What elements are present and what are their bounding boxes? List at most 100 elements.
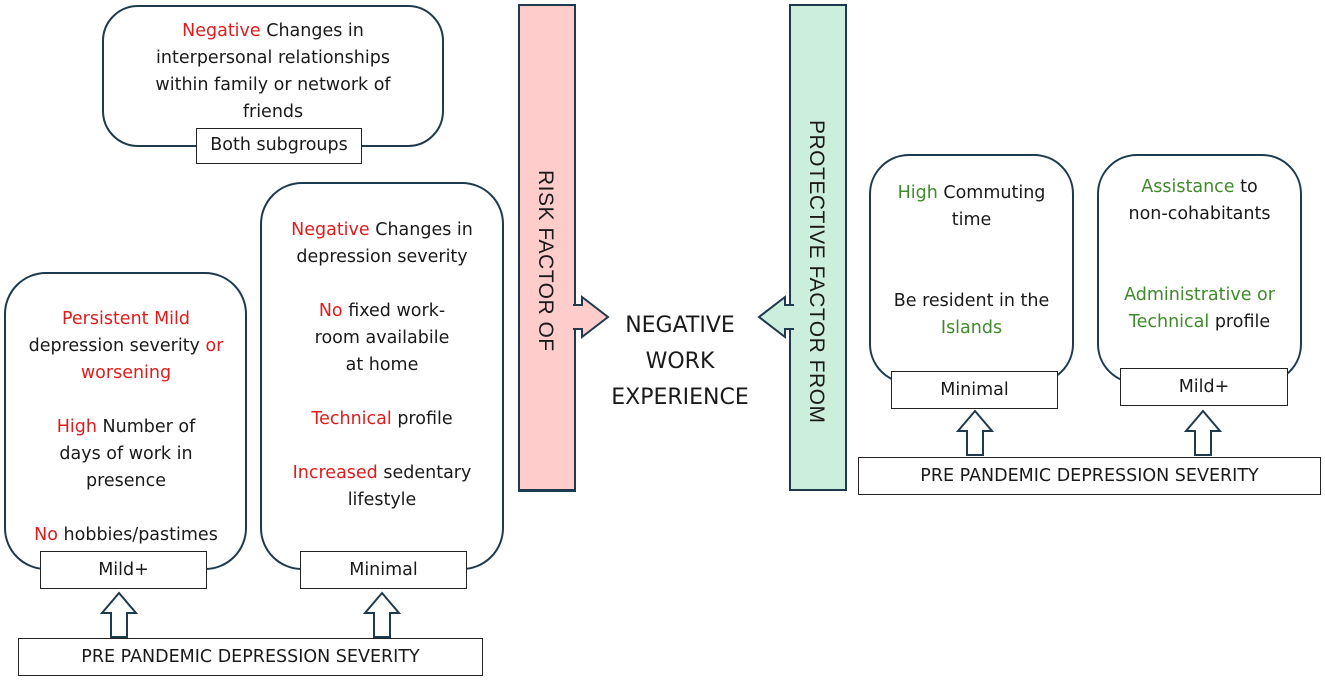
factor-text-mild: Persistent Mild depression severity or wor… [10,306,242,549]
text-line: Negative Changes in [265,217,499,244]
text-line: room availabile [265,325,499,352]
protective-highlight: Islands [940,318,1003,338]
risk-factor-label: RISK FACTOR OF [534,170,557,352]
text-segment: resident [922,291,1000,311]
text-line [265,433,499,460]
protective-box-mild [1097,154,1302,384]
text-segment: non-cohabitants [1128,204,1271,224]
text-segment: severity [129,336,206,356]
text-line: worsening [10,360,242,387]
text-line: days of work in [10,441,242,468]
text-line: Islands [874,315,1069,342]
text-line: interpersonal relationships [110,45,436,72]
outcome-line-2: WORK [645,349,715,374]
risk-factor-bar-fill [518,4,576,491]
text-line: friends [110,99,436,126]
text-line [265,271,499,298]
text-line: presence [10,468,242,495]
protective-factor-bar [789,4,847,491]
text-segment: Changes in [266,21,364,41]
text-line: Negative Changes in [110,18,436,45]
outcome-line-3: EXPERIENCE [611,385,749,410]
text-segment: presence [85,471,167,491]
text-line: non-cohabitants [1102,201,1297,228]
text-segment: time [951,210,992,230]
text-line: depression severity [265,244,499,271]
risk-highlight: Negative [291,220,376,240]
text-line: Technical profile [265,406,499,433]
text-line: Technical profile [1102,309,1297,336]
text-segment: fixed work- [348,301,446,321]
text-line: lifestyle [265,487,499,514]
risk-highlight: worsening [80,363,172,383]
text-segment: at home [345,355,419,375]
text-line [265,379,499,406]
risk-highlight: Persistent Mild [61,309,191,329]
risk-highlight: No [34,525,64,545]
text-segment: profile [397,409,453,429]
text-segment: sedentary [383,463,472,483]
text-segment: Number of [102,417,196,437]
text-line: within family or network of [110,72,436,99]
text-line: High Commuting [874,180,1069,207]
text-line: No hobbies/pastimes [10,522,242,549]
subgroup-tag-both: Both subgroups [196,128,362,164]
text-line: Be resident in the [874,288,1069,315]
factor-text-interpersonal: Negative Changes in interpersonal relatio… [110,18,436,126]
left-arrow-icon [757,294,795,340]
text-line: Administrative or [1102,282,1297,309]
subgroup-tag-mild: Mild+ [40,551,207,589]
text-line: at home [265,352,499,379]
text-segment: room availabile [314,328,450,348]
up-arrow-icon [955,409,995,456]
text-line: time [874,207,1069,234]
outcome-line-1: NEGATIVE [625,313,735,338]
protective-box-minimal [869,154,1074,384]
pre-pandemic-severity-base-right: PRE PANDEMIC DEPRESSION SEVERITY [858,457,1321,495]
text-segment: depression [28,336,130,356]
text-segment: within family or network of [155,75,391,95]
text-segment: Commuting [943,183,1046,203]
risk-highlight: No [318,301,349,321]
protective-factor-label: PROTECTIVE FACTOR FROM [805,120,828,424]
text-line [10,495,242,522]
text-segment: Be [893,291,923,311]
text-line [874,261,1069,288]
protective-highlight: Technical [1128,312,1215,332]
text-segment: to [1240,177,1258,197]
factor-box-mild [4,272,247,570]
up-arrow-icon [1183,409,1223,456]
up-arrow-icon [99,591,139,638]
text-segment: friends [242,102,304,122]
text-segment: in the [999,291,1050,311]
risk-highlight: or [205,336,224,356]
text-line: depression severity or [10,333,242,360]
pre-pandemic-severity-base-left: PRE PANDEMIC DEPRESSION SEVERITY [18,638,483,676]
protective-highlight: Assistance [1141,177,1241,197]
text-line [10,387,242,414]
text-segment: Changes in [375,220,473,240]
risk-highlight: High [56,417,103,437]
risk-highlight: Technical [311,409,398,429]
text-line: Increased sedentary [265,460,499,487]
text-segment: days of work in [59,444,193,464]
text-line: Assistance to [1102,174,1297,201]
text-segment: interpersonal relationships [156,48,390,68]
text-segment: hobbies/pastimes [63,525,218,545]
protective-highlight: Administrative or [1124,285,1275,305]
text-line [874,234,1069,261]
text-segment: depression severity [296,247,468,267]
text-segment: lifestyle [347,490,417,510]
subgroup-tag-minimal-right: Minimal [891,371,1058,409]
text-segment: profile [1214,312,1271,332]
text-line [1102,228,1297,255]
risk-highlight: Increased [292,463,384,483]
text-line: High Number of [10,414,242,441]
right-arrow-icon [572,294,610,340]
risk-highlight: Negative [182,21,267,41]
text-line [1102,255,1297,282]
outcome-label: NEGATIVE WORK EXPERIENCE [600,308,760,416]
text-line: Persistent Mild [10,306,242,333]
